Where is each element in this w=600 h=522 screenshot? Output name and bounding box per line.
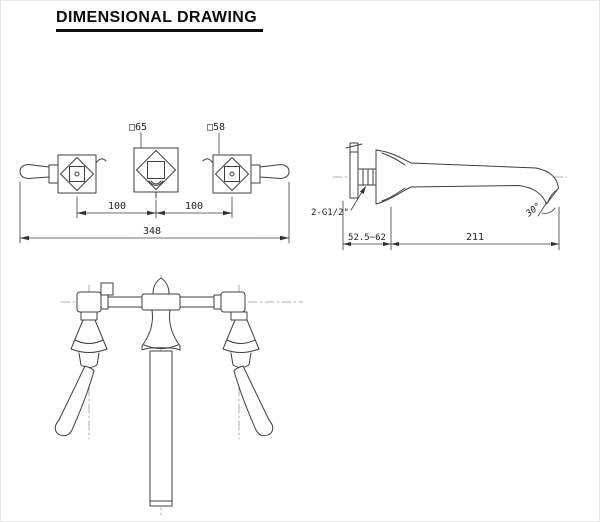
dim-center-square-label: □65 — [129, 122, 147, 133]
left-handle-front — [19, 154, 107, 194]
left-valve — [54, 311, 108, 437]
front-dimensions: □65 □58 100 100 348 — [19, 122, 290, 244]
front-view: □65 □58 100 100 348 — [19, 122, 290, 244]
side-view: 30° 2-G1/2" 52.5~62 211 — [311, 142, 568, 251]
dim-wall-range: 52.5~62 — [348, 233, 386, 243]
supply-assembly — [76, 277, 246, 313]
rough-in-view — [54, 274, 304, 516]
right-valve — [222, 311, 274, 437]
side-dimensions: 30° 2-G1/2" 52.5~62 211 — [311, 186, 560, 251]
right-handle-front — [202, 154, 290, 194]
dim-right-spacing: 100 — [185, 201, 203, 212]
dim-spout-reach: 211 — [466, 232, 484, 243]
spout-escutcheon-front — [133, 147, 179, 199]
dim-overall-width: 348 — [143, 226, 161, 237]
dim-left-spacing: 100 — [108, 201, 126, 212]
dim-side-square-label: □58 — [207, 122, 225, 133]
dim-inlet-thread: 2-G1/2" — [311, 208, 349, 218]
dim-spout-angle: 30° — [524, 201, 544, 220]
page-title: DIMENSIONAL DRAWING — [56, 9, 264, 32]
spout-side-profile — [345, 142, 559, 205]
spout-shank — [141, 309, 181, 507]
